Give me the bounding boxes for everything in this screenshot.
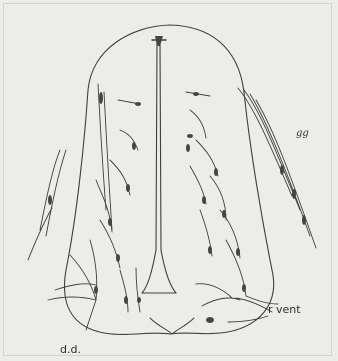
label-dd: d.d. xyxy=(60,343,81,356)
left-fibres xyxy=(48,84,141,330)
central-canal xyxy=(142,36,176,293)
left-outer-fibres xyxy=(28,150,66,260)
ventral-root xyxy=(228,316,268,322)
label-gg: gg xyxy=(296,128,309,139)
right-outer-fibres xyxy=(238,88,316,248)
right-fibres xyxy=(186,92,278,323)
label-r-vent: r vent xyxy=(268,303,301,316)
ventral-notch xyxy=(150,318,194,334)
